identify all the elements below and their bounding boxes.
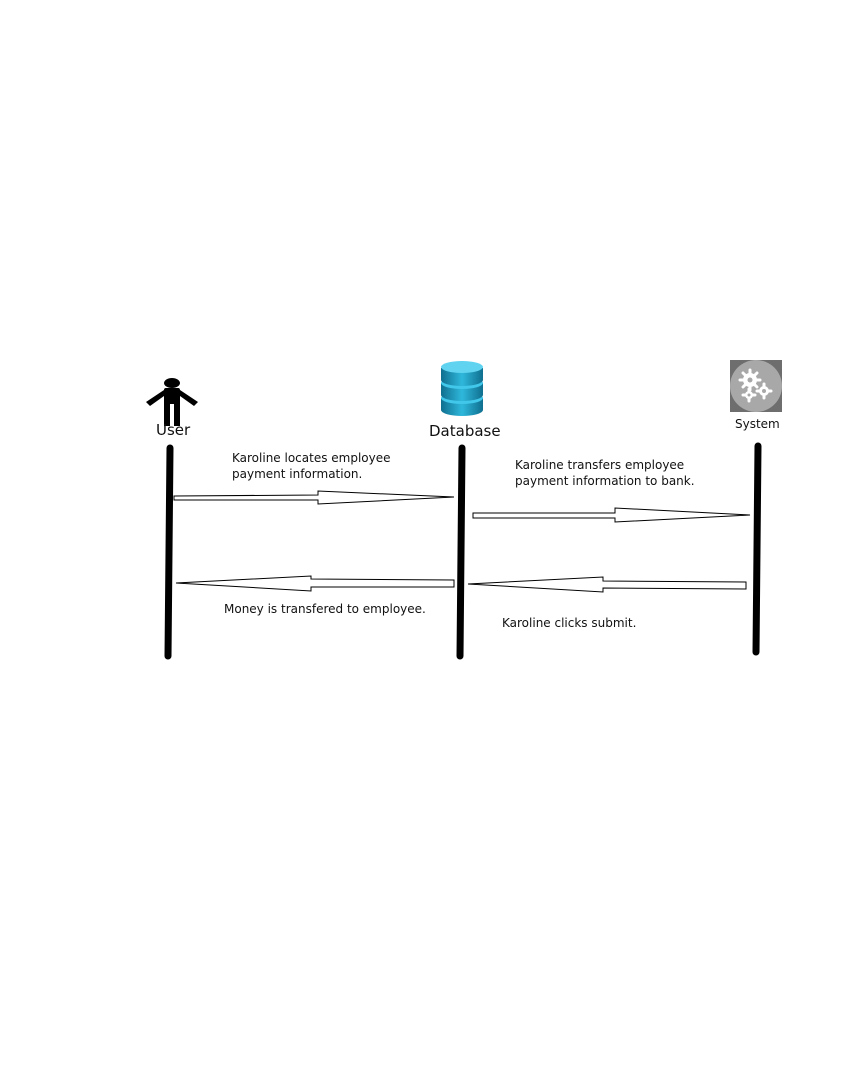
gears-icon (730, 360, 782, 412)
message-label-2: Karoline transfers employee payment info… (515, 458, 695, 488)
arrow-database-to-system (472, 507, 751, 523)
system-label: System (735, 417, 780, 431)
message-label-3: Karoline clicks submit. (502, 616, 637, 630)
database-label: Database (429, 422, 501, 440)
system-lifeline (752, 442, 762, 656)
message-label-4: Money is transfered to employee. (224, 602, 426, 616)
lifelines (164, 442, 762, 660)
user-label: User (156, 421, 191, 439)
message-label-1: Karoline locates employee payment inform… (232, 451, 391, 481)
user-lifeline (164, 444, 174, 660)
message-arrows (173, 490, 751, 593)
database-icon (441, 361, 483, 416)
arrow-user-to-database (173, 490, 455, 505)
arrow-database-to-user (175, 575, 455, 592)
arrow-system-to-database (467, 576, 747, 593)
database-lifeline (456, 444, 466, 660)
person-icon (146, 378, 198, 426)
